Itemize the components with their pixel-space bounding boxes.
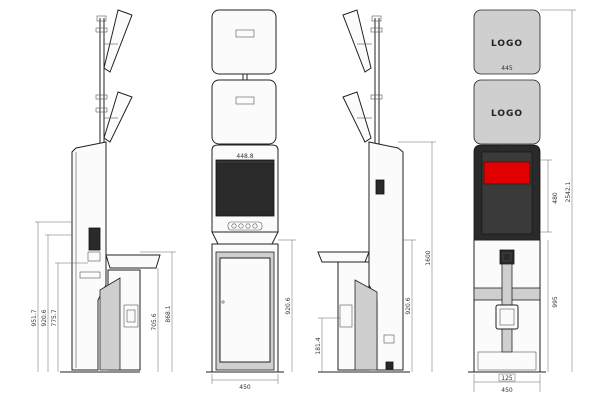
dim-back-base-width: 450 (501, 387, 513, 394)
dim-back-base-inner: 125 (501, 375, 513, 382)
back-sign-bottom (473, 79, 541, 145)
dim-side-right-h2: 920.6 (405, 297, 412, 314)
back-card-slot (495, 304, 519, 330)
dim-side-right-h3: 181.4 (315, 337, 322, 354)
dim-side-left-h5: 868.1 (165, 305, 172, 322)
dim-front-width: 450 (239, 384, 251, 391)
logo-bottom: LOGO (491, 109, 523, 119)
dim-front-screen-width: 448.8 (236, 153, 253, 160)
dim-side-right-h1: 1600 (425, 250, 432, 265)
dim-side-left-h3: 775.7 (51, 309, 58, 326)
dim-side-left-h4: 705.6 (151, 313, 158, 330)
side-left-dimensions: 951.7 920.6 775.7 705.6 868.1 (31, 221, 176, 372)
dim-front-height: 920.6 (285, 297, 292, 314)
side-view-right: 1600 920.6 181.4 (315, 9, 436, 373)
side-view-left: 951.7 920.6 775.7 705.6 868.1 (31, 9, 176, 373)
front-cabinet-door (219, 257, 271, 363)
dim-back-lower-height: 995 (552, 296, 559, 308)
side-right-dimensions: 1600 920.6 181.4 (315, 141, 436, 372)
front-sign-top (211, 9, 277, 75)
dim-side-left-h2: 920.6 (41, 309, 48, 326)
front-sign-bottom (211, 79, 277, 145)
back-red-panel (483, 161, 531, 185)
dim-back-total-height: 2542.1 (565, 181, 572, 202)
front-dimensions: 450 920.6 448.8 (211, 153, 296, 391)
front-screen (215, 159, 275, 217)
dim-back-screen-height: 480 (552, 192, 559, 204)
dim-side-left-h1: 951.7 (31, 309, 38, 326)
back-sign-top (473, 9, 541, 75)
back-view: LOGO LOGO 445 370 2542.1 (468, 9, 576, 394)
logo-top: LOGO (491, 39, 523, 49)
back-dimensions: 2542.1 480 995 125 450 (473, 9, 576, 394)
front-view: 450 920.6 448.8 (206, 9, 296, 391)
dim-back-screen-width: 370 (501, 145, 513, 152)
dim-back-panel-width: 445 (501, 65, 513, 72)
